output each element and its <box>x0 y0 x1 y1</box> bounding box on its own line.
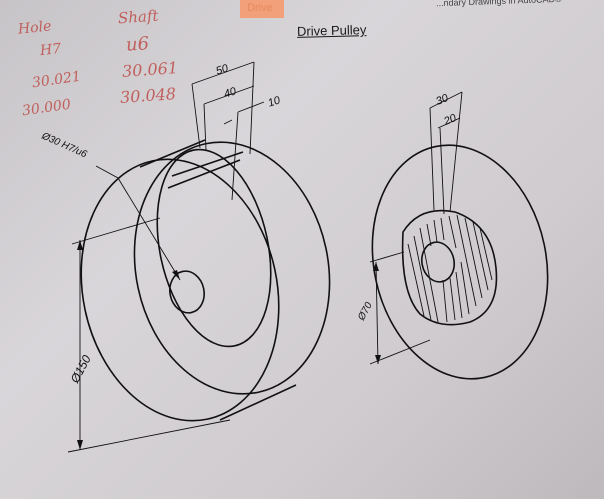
left-pulley-bore <box>169 270 205 314</box>
right-pulley-outer <box>371 144 549 380</box>
left-pulley-back-flange <box>133 141 331 395</box>
left-pulley-front-face <box>80 158 280 422</box>
right-pulley-hub-outline <box>401 209 498 326</box>
section-hatching <box>407 214 493 323</box>
right-pulley-bore <box>421 241 455 283</box>
left-pulley-edge-bottom <box>219 384 297 421</box>
left-pulley-hub <box>156 148 272 348</box>
section-tab <box>240 0 284 18</box>
left-pulley-groove-mid <box>167 159 241 189</box>
arrowheads <box>77 240 381 450</box>
left-pulley-edge-top <box>139 139 206 168</box>
section-tab-text: Drive <box>247 2 273 14</box>
left-pulley-groove-top <box>171 151 244 177</box>
dimension-lines <box>67 61 463 453</box>
